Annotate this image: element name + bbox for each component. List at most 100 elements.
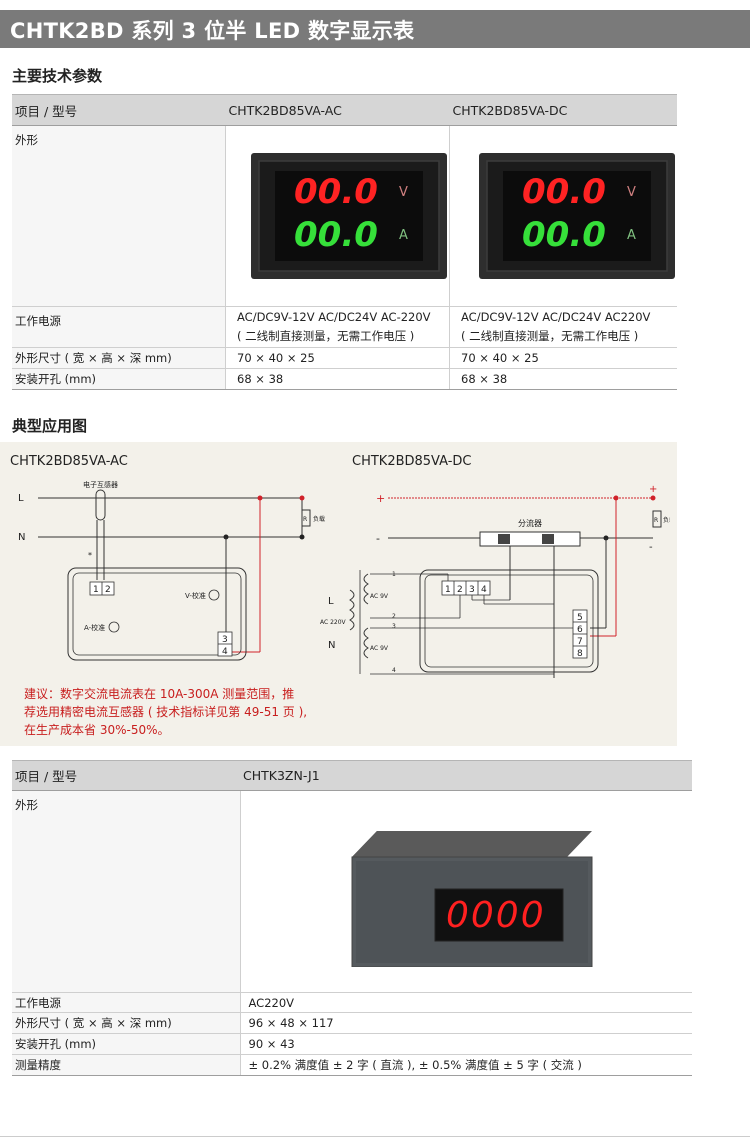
- advice-line-3: 在生产成本省 30%-50%。: [24, 723, 170, 737]
- line-L-label: L: [18, 493, 24, 504]
- svg-text:4: 4: [481, 585, 487, 595]
- meter-window: [503, 171, 651, 261]
- dimensions-dc: 70 × 40 × 25: [449, 347, 677, 369]
- ac-diagram-label: CHTK2BD85VA-AC: [10, 454, 128, 469]
- dc-minus-label: -: [376, 532, 380, 545]
- load-label: 负载: [313, 515, 325, 523]
- section-title-application: 典型应用图: [12, 417, 88, 435]
- row-label-power: 工作电源: [12, 306, 226, 348]
- dc-N-label: N: [328, 640, 335, 651]
- ct-star: *: [88, 551, 92, 560]
- a-cal-knob: [108, 621, 120, 633]
- header-cell-model-ac: CHTK2BD85VA-AC: [225, 94, 450, 126]
- svg-text:4: 4: [222, 647, 228, 657]
- power-dc-line1: AC/DC9V-12V AC/DC24V AC220V: [461, 310, 651, 324]
- j1-power-value: AC220V: [239, 992, 692, 1013]
- unit-amp-label: A: [627, 228, 636, 243]
- advice-note: 建议：数字交流电流表在 10A-300A 测量范围，推 荐选用精密电流互感器 (…: [24, 685, 354, 739]
- v-cal-knob: [208, 589, 220, 601]
- svg-text:4: 4: [392, 667, 396, 674]
- meter-outline-inner: [72, 572, 242, 656]
- meter-window: [275, 171, 423, 261]
- v-cal-label: V-校准: [185, 591, 206, 600]
- j1-row-dimensions: 外形尺寸 ( 宽 × 高 × 深 mm) 96 × 48 × 117: [12, 1012, 692, 1034]
- dc-meter-outline-inner: [424, 574, 594, 668]
- a-cal-label: A-校准: [84, 623, 105, 632]
- j1-row-label-dimensions: 外形尺寸 ( 宽 × 高 × 深 mm): [12, 1012, 240, 1034]
- unit-volt-label: V: [627, 185, 636, 200]
- meter-display-top: 00.0: [522, 172, 606, 212]
- header-cell-model-dc: CHTK2BD85VA-DC: [449, 94, 677, 126]
- power-ac-line1: AC/DC9V-12V AC/DC24V AC-220V: [237, 310, 431, 324]
- j1-row-label-accuracy: 测量精度: [12, 1054, 240, 1076]
- transformer-primary: [349, 589, 355, 631]
- page-title: CHTK2BD 系列 3 位半 LED 数字显示表: [10, 19, 415, 43]
- j1-row-label-appearance: 外形: [12, 790, 240, 993]
- svg-text:7: 7: [577, 637, 583, 647]
- shunt-label: 分流器: [518, 518, 542, 528]
- j1-meter-image: 0000: [351, 830, 592, 967]
- svg-text:R: R: [303, 516, 307, 523]
- advice-line-1: 建议：数字交流电流表在 10A-300A 测量范围，推: [24, 687, 295, 701]
- j1-cutout-value: 90 × 43: [239, 1033, 692, 1055]
- specs-table: 项目 / 型号 CHTK2BD85VA-AC CHTK2BD85VA-DC 外形…: [12, 94, 677, 390]
- meter-display-bottom: 00.0: [522, 215, 606, 255]
- svg-text:+: +: [649, 484, 657, 495]
- dc-load-label: 负载: [663, 516, 670, 524]
- unit-amp-label: A: [399, 228, 408, 243]
- j1-row-label-power: 工作电源: [12, 992, 240, 1013]
- dc-meter-outline-outer: [419, 569, 599, 673]
- line-N-label: N: [18, 532, 25, 543]
- table-row-power: 工作电源 AC/DC9V-12V AC/DC24V AC-220V ( 二线制直…: [12, 306, 677, 348]
- j1-image-cell: 0000: [239, 790, 692, 993]
- dc-plus-label: +: [376, 492, 385, 505]
- dc-L-label: L: [328, 596, 334, 607]
- j1-header-row: 项目 / 型号 CHTK3ZN-J1: [12, 760, 692, 791]
- ac-wiring-diagram: L N 电子互感器 * R 负载 1 2 V-校准 A-校准 3 4: [18, 480, 325, 661]
- transformer-secondary-1: [363, 573, 369, 605]
- row-label-cutout: 安装开孔 (mm): [12, 368, 226, 390]
- load-resistor: [301, 509, 311, 527]
- j1-header-item: 项目 / 型号: [12, 760, 240, 791]
- table-row-appearance: 外形 00.0 00.0 V A 00.0 00.0 V A: [12, 125, 677, 307]
- cutout-ac: 68 × 38: [225, 368, 450, 390]
- ac9v-label-2: AC 9V: [370, 645, 389, 652]
- j1-meter-top: [351, 830, 592, 857]
- section-title-specs: 主要技术参数: [12, 67, 103, 85]
- dimensions-ac: 70 × 40 × 25: [225, 347, 450, 369]
- j1-row-power: 工作电源 AC220V: [12, 992, 692, 1013]
- power-dc-line2: ( 二线制直接测量，无需工作电压 ): [461, 329, 639, 343]
- svg-text:3: 3: [392, 623, 396, 630]
- transformer-secondary-2: [363, 627, 369, 659]
- unit-volt-label: V: [399, 185, 408, 200]
- svg-text:2: 2: [457, 585, 463, 595]
- cutout-dc: 68 × 38: [449, 368, 677, 390]
- svg-text:2: 2: [105, 585, 111, 595]
- ct-label: 电子互感器: [83, 480, 118, 489]
- meter-image-ac: 00.0 00.0 V A: [251, 153, 447, 279]
- ct-coil: [95, 489, 106, 521]
- table-row-dimensions: 外形尺寸 ( 宽 × 高 × 深 mm) 70 × 40 × 25 70 × 4…: [12, 347, 677, 369]
- svg-text:1: 1: [93, 585, 99, 595]
- meter-image-dc: 00.0 00.0 V A: [479, 153, 675, 279]
- dc-wiring-diagram: + - + - 分流器 R 负载 1 2 3 4 5 6 7 8 L N AC …: [320, 484, 670, 678]
- j1-row-accuracy: 测量精度 ± 0.2% 满度值 ± 2 字 ( 直流 ), ± 0.5% 满度值…: [12, 1054, 692, 1076]
- meter-display-top: 00.0: [294, 172, 378, 212]
- j1-meter-display: 0000: [446, 895, 546, 936]
- j1-row-cutout: 安装开孔 (mm) 90 × 43: [12, 1033, 692, 1055]
- ac220v-label: AC 220V: [320, 619, 347, 626]
- svg-text:-: -: [649, 542, 653, 553]
- meter-image-cell-ac: 00.0 00.0 V A: [225, 125, 450, 307]
- svg-text:6: 6: [577, 625, 583, 635]
- title-bar: CHTK2BD 系列 3 位半 LED 数字显示表: [0, 10, 750, 48]
- power-ac-line2: ( 二线制直接测量，无需工作电压 ): [237, 329, 415, 343]
- meter-image-cell-dc: 00.0 00.0 V A: [449, 125, 677, 307]
- j1-table: 项目 / 型号 CHTK3ZN-J1 外形 0000 工作电源 AC220V 外…: [12, 760, 692, 1076]
- j1-header-model: CHTK3ZN-J1: [240, 760, 692, 791]
- shunt: [479, 531, 581, 547]
- svg-text:8: 8: [577, 649, 583, 659]
- ac9v-label-1: AC 9V: [370, 593, 389, 600]
- table-header-row: 项目 / 型号 CHTK2BD85VA-AC CHTK2BD85VA-DC: [12, 94, 677, 126]
- svg-text:2: 2: [392, 613, 396, 620]
- meter-display-bottom: 00.0: [294, 215, 378, 255]
